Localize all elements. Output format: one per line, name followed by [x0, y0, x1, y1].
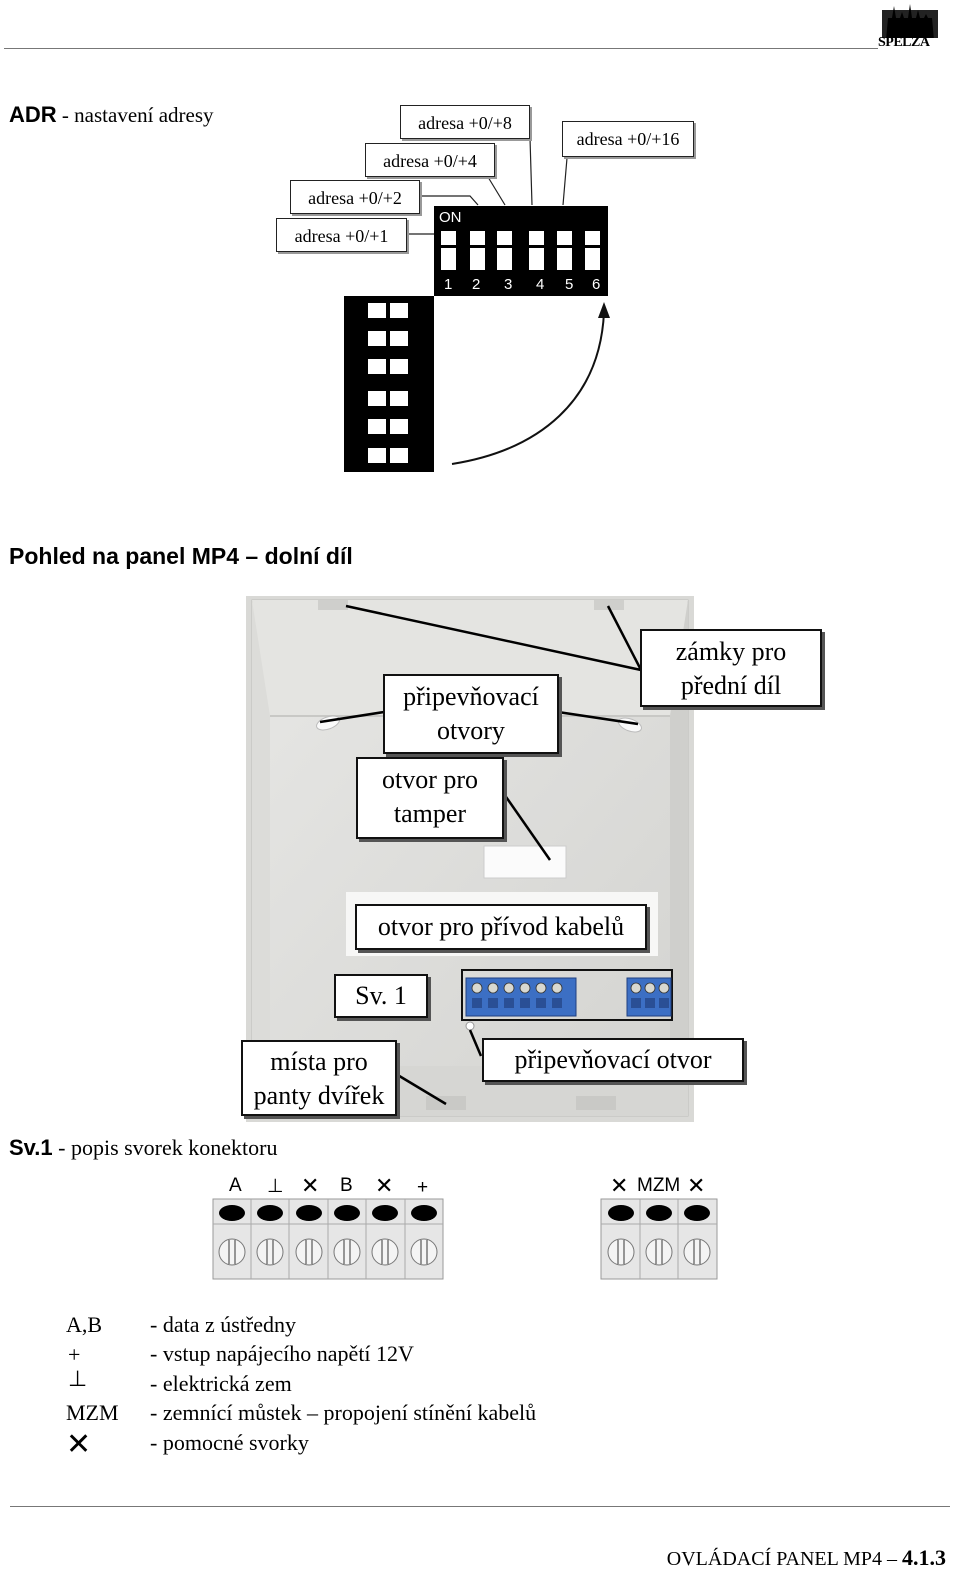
legend-key-ab: A,B	[66, 1312, 103, 1337]
callout-tamper-line2: tamper	[393, 799, 467, 828]
adr-diagram	[344, 137, 610, 472]
logo-text: SPELZA	[878, 35, 930, 50]
rotation-arrow	[451, 311, 605, 465]
label-adresa-4: adresa +0/+4	[365, 143, 495, 177]
dip-switch-side	[344, 296, 434, 472]
legend-val-ab: - data z ústředny	[150, 1312, 296, 1337]
dip-switch-body	[434, 206, 608, 296]
term-label-a: A	[229, 1175, 242, 1196]
callout-pripev-line2: otvory	[437, 716, 505, 745]
callout-zamky-line1: zámky pro	[675, 637, 787, 666]
term-label-plus: +	[417, 1177, 429, 1198]
dip-num-4: 4	[536, 276, 545, 293]
dip-num-5: 5	[565, 276, 574, 293]
label-adresa-16: adresa +0/+16	[562, 121, 694, 157]
legend-key-ground: ⊥	[68, 1366, 88, 1391]
legend-val-ground: - elektrická zem	[150, 1371, 292, 1396]
legend-val-aux: - pomocné svorky	[150, 1430, 309, 1455]
dip-num-1: 1	[444, 276, 453, 293]
dip-num-2: 2	[472, 276, 481, 293]
panel-title: Pohled na panel MP4 – dolní díl	[9, 543, 353, 569]
legend-val-mzm: - zemnící můstek – propojení stínění kab…	[150, 1400, 537, 1425]
label-adresa-2: adresa +0/+2	[290, 180, 420, 214]
label-adresa-8: adresa +0/+8	[400, 105, 530, 139]
callout-panty: místa pro panty dvířek	[241, 1040, 397, 1116]
legend-key-aux: ✕	[66, 1428, 92, 1461]
spelza-logo: SPELZA	[878, 2, 944, 54]
terminal-block-left	[212, 1198, 444, 1280]
dip-num-6: 6	[592, 276, 601, 293]
legend-key-mzm: MZM	[66, 1400, 119, 1425]
terminals-caption-rest: - popis svorek konektoru	[52, 1135, 278, 1160]
adr-title-rest: - nastavení adresy	[56, 103, 214, 127]
terminals-caption: Sv.1 - popis svorek konektoru	[9, 1135, 277, 1161]
dip-on-label: ON	[439, 209, 462, 226]
callout-sv1: Sv. 1	[334, 974, 428, 1018]
dip-num-3: 3	[504, 276, 513, 293]
term-label-aux4: ✕	[687, 1173, 706, 1198]
footer-section-number: 4.1.3	[902, 1545, 946, 1570]
callout-zamky: zámky pro přední díl	[640, 629, 822, 707]
callout-panty-line1: místa pro	[270, 1047, 368, 1076]
callout-zamky-line2: přední díl	[680, 671, 782, 700]
term-label-aux3: ✕	[610, 1173, 629, 1198]
adr-title-bold: ADR	[9, 102, 57, 127]
callout-tamper: otvor pro tamper	[356, 757, 504, 839]
legend-key-plus: +	[68, 1342, 81, 1367]
callout-pripev-line1: připevňovací	[403, 682, 539, 711]
label-adresa-1: adresa +0/+1	[276, 218, 407, 252]
term-label-aux1: ✕	[301, 1173, 320, 1198]
footer-rule	[10, 1506, 950, 1507]
terminal-block-right	[600, 1198, 718, 1280]
legend-val-plus: - vstup napájecího napětí 12V	[150, 1341, 414, 1366]
term-label-b: B	[340, 1175, 353, 1196]
term-label-aux2: ✕	[375, 1173, 394, 1198]
footer-title: OVLÁDACÍ PANEL MP4 –	[666, 1548, 902, 1570]
footer-text: OVLÁDACÍ PANEL MP4 – 4.1.3	[667, 1545, 946, 1571]
term-label-ground: ⊥	[267, 1176, 284, 1197]
callout-kabelu: otvor pro přívod kabelů	[355, 904, 647, 950]
adr-title: ADR - nastavení adresy	[9, 102, 214, 128]
callout-otvor: připevňovací otvor	[482, 1038, 744, 1082]
callout-tamper-line1: otvor pro	[381, 765, 479, 794]
header-rule	[4, 48, 878, 49]
term-label-mzm: MZM	[637, 1175, 681, 1196]
callout-pripevnovaci-otvory: připevňovací otvory	[383, 674, 559, 754]
terminals-caption-bold: Sv.1	[9, 1135, 53, 1160]
callout-panty-line2: panty dvířek	[253, 1081, 385, 1110]
